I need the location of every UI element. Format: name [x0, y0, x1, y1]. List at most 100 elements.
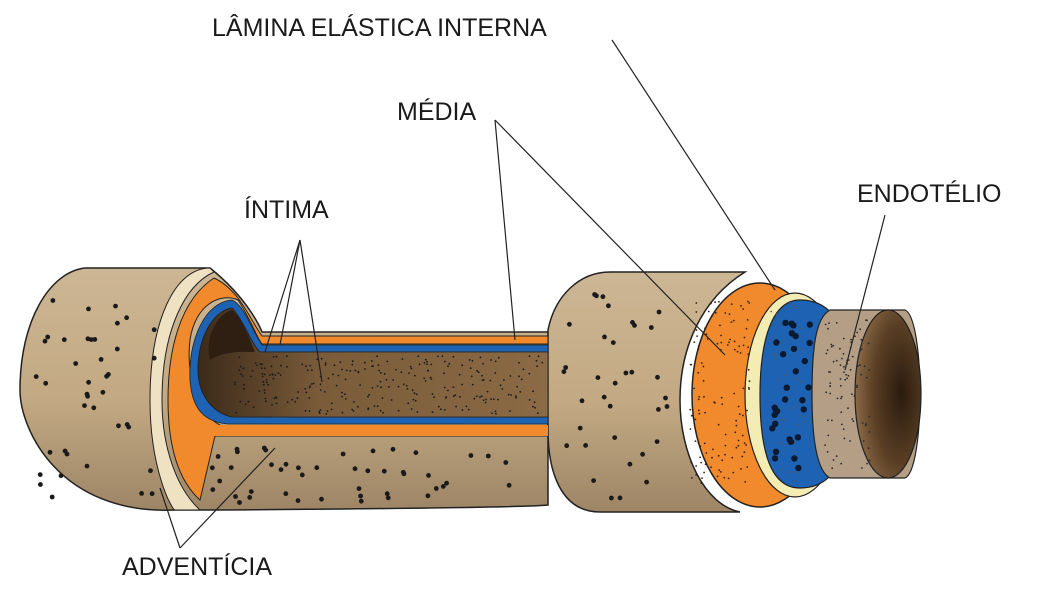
- texture-dot: [115, 321, 120, 326]
- texture-dot: [532, 390, 534, 392]
- texture-dot: [583, 443, 588, 448]
- texture-dot: [859, 364, 861, 366]
- texture-dot: [294, 401, 296, 403]
- texture-dot: [273, 356, 275, 358]
- texture-dot: [740, 468, 742, 470]
- texture-dot: [320, 389, 322, 391]
- texture-dot: [296, 465, 301, 470]
- texture-dot: [800, 328, 802, 330]
- texture-dot: [840, 385, 842, 387]
- texture-dot: [536, 365, 538, 367]
- texture-dot: [791, 346, 797, 352]
- texture-dot: [152, 327, 157, 332]
- texture-dot: [748, 388, 750, 390]
- texture-dot: [691, 477, 693, 479]
- texture-dot: [125, 422, 130, 427]
- texture-dot: [799, 397, 805, 403]
- texture-dot: [841, 396, 843, 398]
- texture-dot: [305, 365, 307, 367]
- texture-dot: [733, 320, 735, 322]
- texture-dot: [269, 462, 274, 467]
- texture-dot: [278, 372, 280, 374]
- texture-dot: [470, 367, 472, 369]
- texture-dot: [780, 442, 782, 444]
- texture-dot: [327, 410, 329, 412]
- texture-dot: [797, 307, 799, 309]
- texture-dot: [275, 396, 277, 398]
- texture-dot: [321, 358, 323, 360]
- texture-dot: [414, 450, 419, 455]
- texture-dot: [789, 472, 791, 474]
- texture-dot: [840, 378, 842, 380]
- texture-dot: [800, 349, 802, 351]
- texture-dot: [706, 452, 708, 454]
- texture-dot: [744, 442, 746, 444]
- texture-dot: [594, 293, 599, 298]
- texture-dot: [491, 412, 493, 414]
- texture-dot: [395, 369, 397, 371]
- texture-dot: [210, 465, 215, 470]
- texture-dot: [718, 301, 720, 303]
- texture-dot: [827, 435, 829, 437]
- texture-dot: [233, 494, 238, 499]
- texture-dot: [382, 412, 384, 414]
- texture-dot: [836, 360, 838, 362]
- texture-dot: [793, 368, 799, 374]
- texture-dot: [829, 393, 831, 395]
- texture-dot: [774, 408, 780, 414]
- end-rings: [692, 283, 921, 507]
- texture-dot: [380, 372, 382, 374]
- texture-dot: [48, 450, 53, 455]
- texture-dot: [776, 314, 778, 316]
- texture-dot: [868, 447, 870, 449]
- texture-dot: [378, 370, 380, 372]
- texture-dot: [349, 370, 351, 372]
- texture-dot: [852, 420, 854, 422]
- texture-dot: [247, 495, 252, 500]
- texture-dot: [368, 394, 370, 396]
- texture-dot: [785, 419, 787, 421]
- texture-dot: [538, 355, 540, 357]
- texture-dot: [578, 426, 583, 431]
- texture-dot: [770, 454, 772, 456]
- texture-dot: [444, 409, 446, 411]
- texture-dot: [342, 412, 344, 414]
- texture-dot: [85, 464, 90, 469]
- texture-dot: [860, 339, 862, 341]
- texture-dot: [780, 351, 786, 357]
- texture-dot: [497, 399, 499, 401]
- texture-dot: [843, 366, 845, 368]
- texture-dot: [38, 472, 43, 477]
- texture-dot: [852, 356, 854, 358]
- texture-dot: [427, 370, 429, 372]
- texture-dot: [786, 434, 788, 436]
- texture-dot: [238, 369, 240, 371]
- texture-dot: [73, 361, 78, 366]
- texture-dot: [725, 434, 727, 436]
- texture-dot: [738, 445, 740, 447]
- texture-dot: [856, 332, 858, 334]
- texture-dot: [283, 491, 288, 496]
- texture-dot: [827, 451, 829, 453]
- texture-dot: [840, 411, 842, 413]
- texture-dot: [426, 493, 431, 498]
- texture-dot: [714, 301, 716, 303]
- texture-dot: [413, 399, 415, 401]
- leader-media-2: [495, 120, 515, 340]
- texture-dot: [564, 443, 569, 448]
- texture-dot: [859, 350, 861, 352]
- texture-dot: [471, 376, 473, 378]
- texture-dot: [388, 386, 390, 388]
- texture-dot: [320, 383, 322, 385]
- texture-dot: [794, 405, 796, 407]
- texture-dot: [264, 392, 266, 394]
- texture-dot: [827, 349, 829, 351]
- texture-dot: [367, 396, 369, 398]
- texture-dot: [845, 374, 847, 376]
- texture-dot: [313, 383, 315, 385]
- texture-dot: [796, 424, 798, 426]
- texture-dot: [712, 449, 714, 451]
- texture-dot: [234, 383, 236, 385]
- texture-dot: [800, 381, 802, 383]
- texture-dot: [771, 419, 773, 421]
